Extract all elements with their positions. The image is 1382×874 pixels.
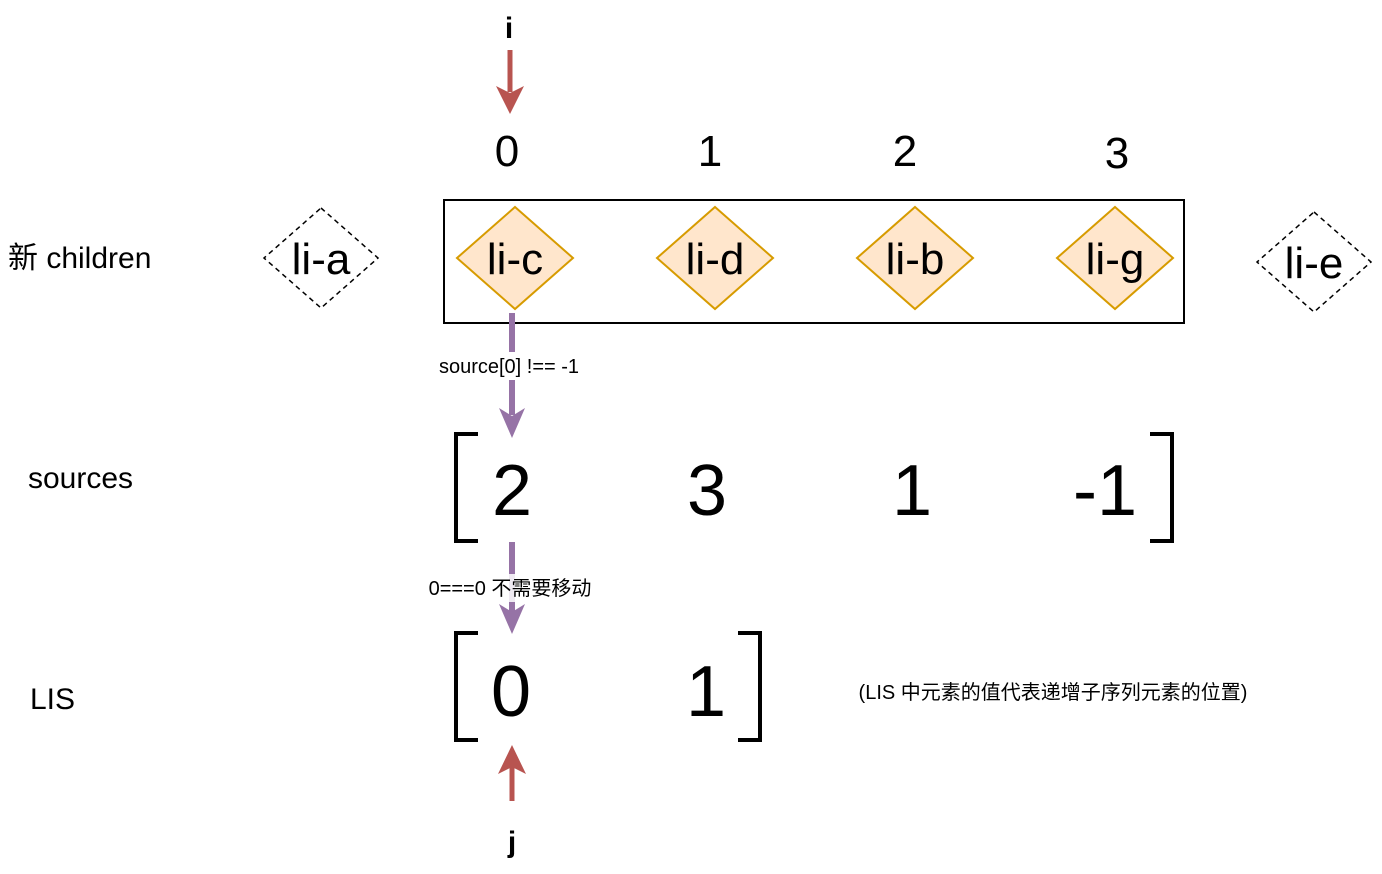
pointer-i-label: i [505, 12, 513, 45]
pointer-i-arrow [496, 50, 524, 114]
sources-value: 2 [492, 451, 532, 531]
sources-value: 3 [687, 451, 727, 531]
index-label: 2 [893, 127, 917, 176]
node-label: li-b [886, 235, 945, 284]
sources-value: 1 [892, 451, 932, 531]
flow-arrow-to-sources: source[0] !== -1 [424, 313, 596, 438]
pointer-j-label: j [507, 826, 516, 859]
sources-array: 2 3 1 -1 [454, 432, 1174, 543]
index-label: 0 [495, 127, 519, 176]
bracket-left [454, 631, 478, 742]
lis-value: 1 [686, 652, 726, 732]
new-children-container [443, 199, 1185, 324]
row-label-sources: sources [28, 462, 133, 495]
node-li-c: li-c [455, 205, 575, 311]
node-label: li-a [292, 235, 351, 284]
index-label: 3 [1105, 129, 1129, 178]
node-li-g: li-g [1055, 205, 1175, 311]
row-label-new-children: 新 children [8, 242, 151, 275]
bracket-right [1150, 432, 1174, 543]
node-li-b: li-b [855, 205, 975, 311]
row-label-lis: LIS [30, 683, 75, 716]
lis-array: 0 1 [454, 631, 762, 742]
lis-note: (LIS 中元素的值代表递增子序列元素的位置) [859, 681, 1248, 704]
node-label: li-d [686, 235, 745, 284]
flow-arrow-to-lis: 0===0 不需要移动 [410, 542, 610, 634]
node-outside-right: li-e [1255, 211, 1373, 313]
node-label: li-c [487, 235, 543, 284]
node-outside-left: li-a [262, 207, 380, 309]
node-label: li-g [1086, 235, 1145, 284]
bracket-right [738, 631, 762, 742]
node-li-d: li-d [655, 205, 775, 311]
node-label: li-e [1285, 239, 1344, 288]
index-label: 1 [698, 127, 722, 176]
lis-value: 0 [491, 652, 531, 732]
edge-label-to-sources: source[0] !== -1 [439, 356, 579, 378]
pointer-j-arrow [498, 745, 526, 801]
bracket-left [454, 432, 478, 543]
edge-label-to-lis: 0===0 不需要移动 [429, 577, 592, 600]
sources-value: -1 [1073, 451, 1137, 531]
